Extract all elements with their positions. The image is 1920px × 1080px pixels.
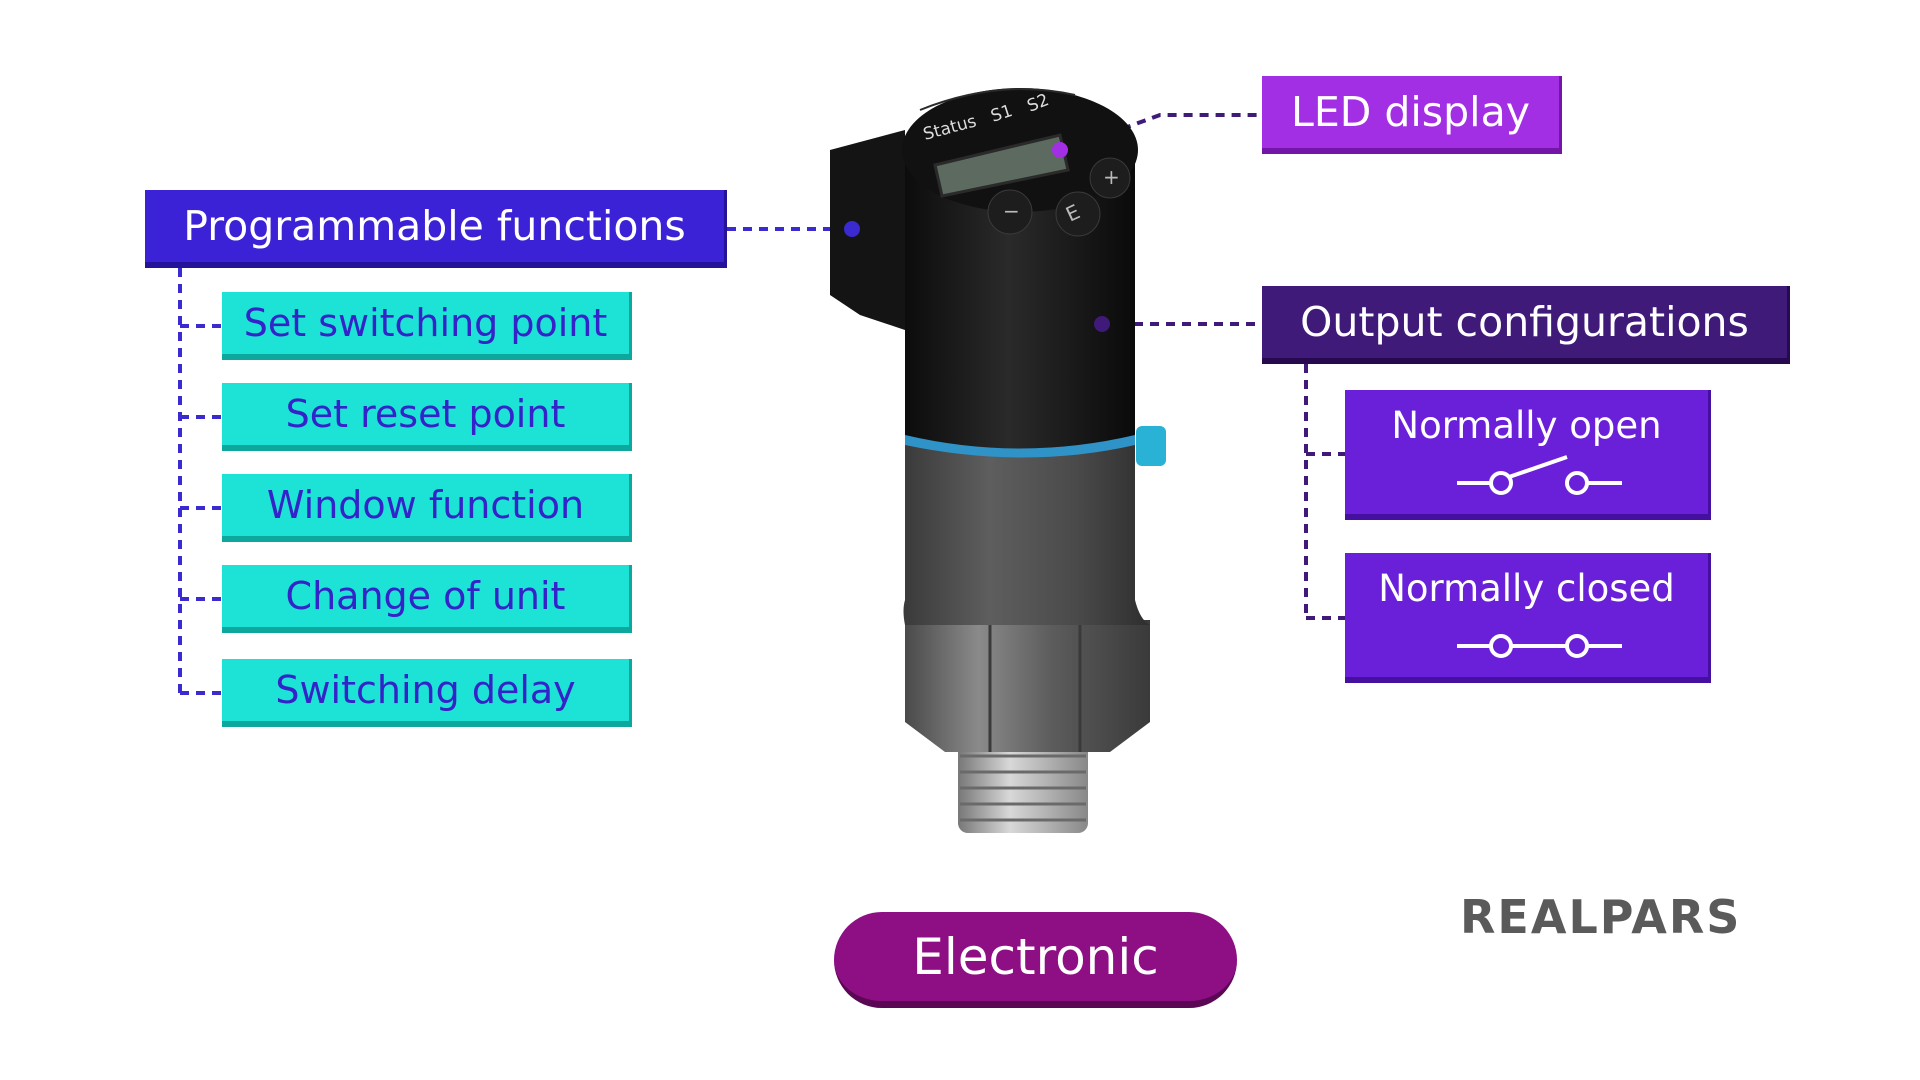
led-display-box: LED display [1262,76,1562,154]
output-configurations-box: Output configurations [1262,286,1790,364]
function-item-set-switching-point: Set switching point [222,292,632,360]
normally-closed-box: Normally closed [1345,553,1711,683]
e-button [1055,191,1101,237]
pressure-switch-illustration: Status S1 S2 − E + [830,88,1166,833]
function-item-window-function: Window function [222,474,632,542]
normally-closed-label: Normally closed [1378,567,1675,610]
realpars-logo: REALPARS [1460,890,1742,944]
output-connector-dot [1094,316,1110,332]
led-connector-dot [1052,142,1068,158]
minus-glyph: − [1003,199,1020,223]
normally-open-box: Normally open [1345,390,1711,520]
function-item-switching-delay: Switching delay [222,659,632,727]
plus-button [1089,157,1131,199]
normally-open-label: Normally open [1391,404,1662,447]
programmable-connector-dot [844,221,860,237]
normally-open-contact-icon [1456,455,1622,495]
normally-closed-contact-icon [1456,634,1622,658]
function-item-change-of-unit: Change of unit [222,565,632,633]
minus-button [987,189,1033,235]
programmable-functions-box: Programmable functions [145,190,727,268]
electronic-label: Electronic [834,912,1237,1008]
plus-glyph: + [1103,165,1120,189]
function-item-set-reset-point: Set reset point [222,383,632,451]
